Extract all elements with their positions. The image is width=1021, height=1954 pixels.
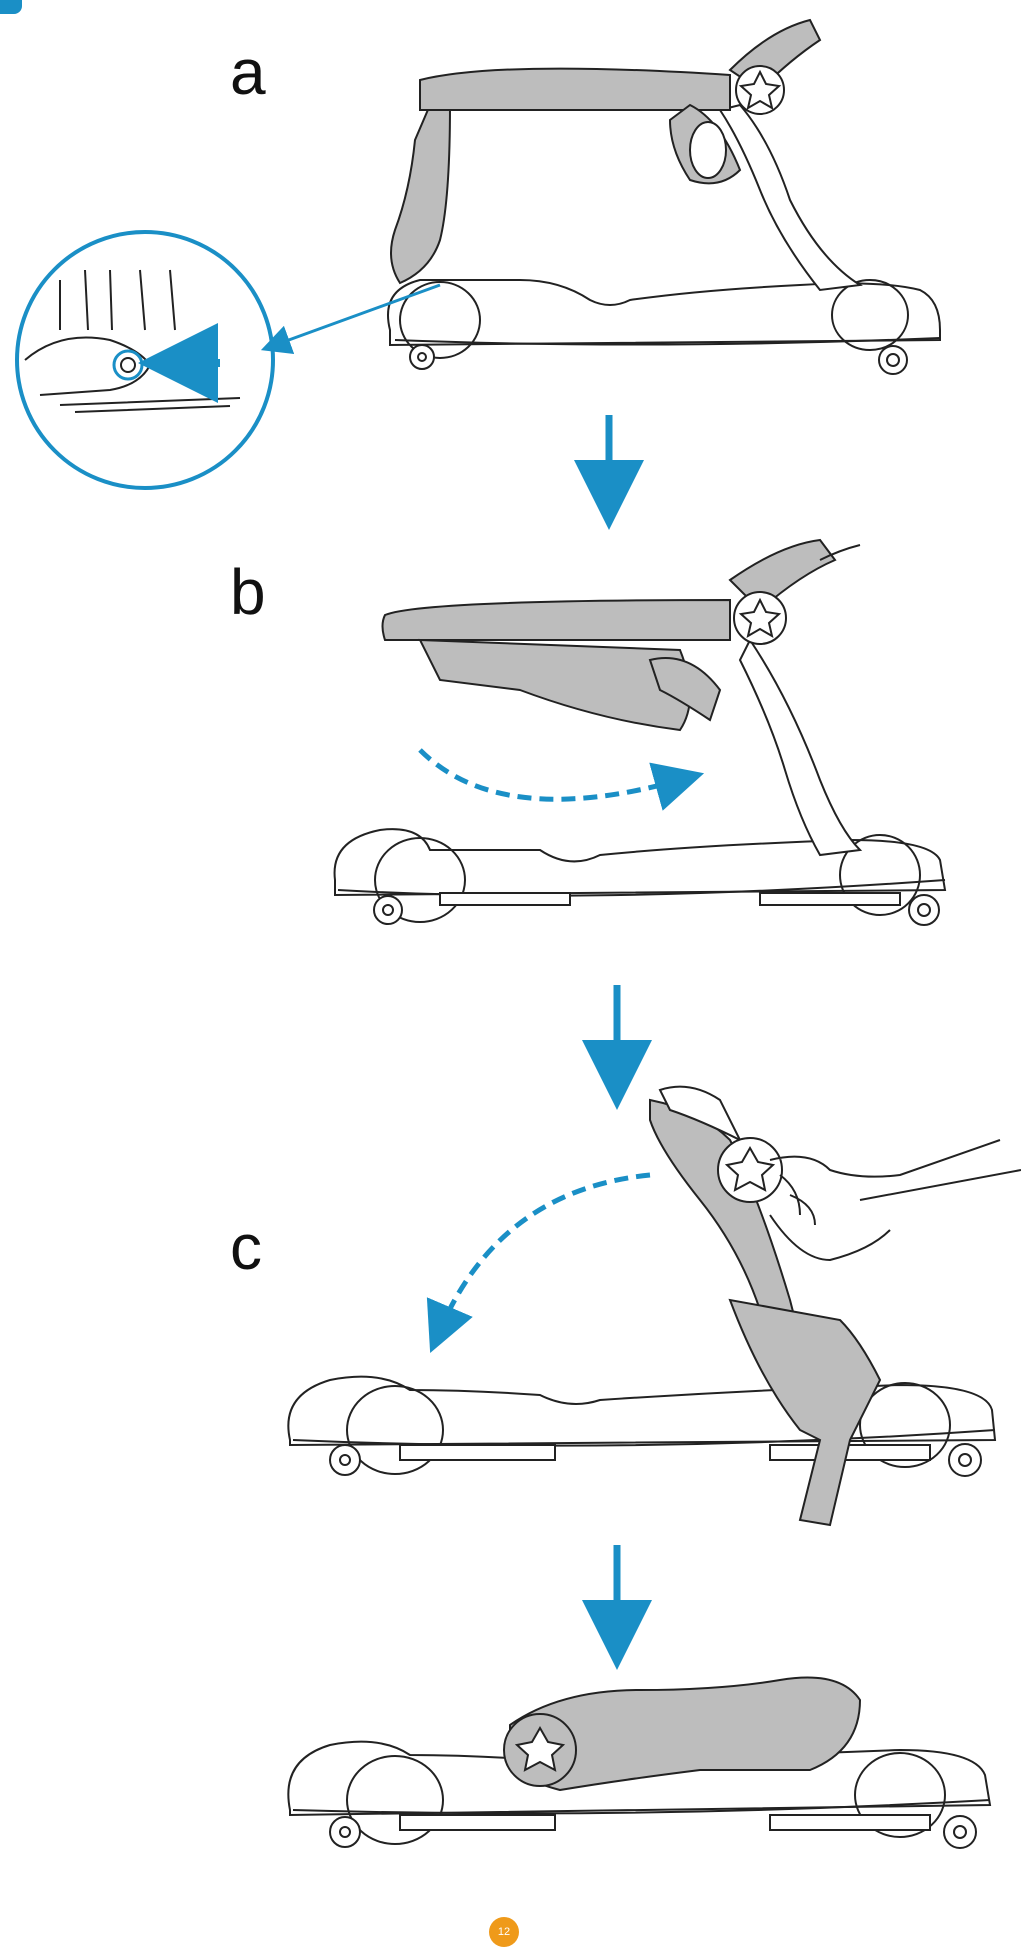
rotation-arrow-b (418, 748, 705, 811)
walker-upright-illustration (387, 18, 941, 375)
step-label-b: b (230, 556, 266, 628)
rotation-arrow-c (426, 1172, 651, 1353)
page-number-badge: 12 (489, 1917, 519, 1947)
walker-folded-illustration (287, 1676, 992, 1849)
page-corner-tab (0, 0, 22, 14)
step-label-a: a (230, 36, 266, 108)
walker-tray-folding-illustration (333, 538, 947, 926)
step-label-c: c (230, 1211, 262, 1283)
release-button-detail-callout (15, 230, 441, 490)
walker-frame-folding-illustration (287, 1085, 1021, 1527)
